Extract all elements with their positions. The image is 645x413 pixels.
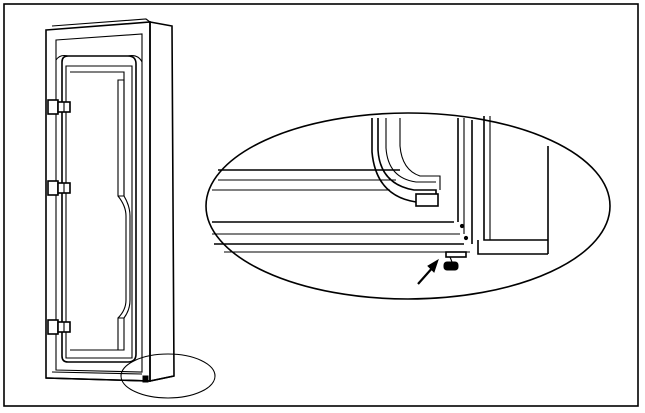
detail-cabinet-edge <box>483 116 548 241</box>
detail-highlight-ellipse <box>120 353 216 399</box>
adjustable-foot <box>142 375 149 383</box>
detail-screw-2 <box>463 235 469 241</box>
hinge-middle <box>47 180 71 196</box>
figure-frame <box>3 3 639 407</box>
door-corner-top-left <box>55 54 69 61</box>
cabinet-base-edge <box>45 375 175 382</box>
detail-gasket-outer <box>399 118 441 190</box>
detail-screw-1 <box>459 223 465 229</box>
appliance-overview <box>45 18 175 383</box>
detail-foot <box>443 261 459 271</box>
door-top-edge <box>51 18 151 27</box>
door-bottom-line <box>51 371 143 375</box>
inner-channel-upper <box>117 79 125 197</box>
magnified-detail <box>205 112 611 300</box>
hinge-bottom <box>47 319 71 335</box>
detail-cabinet-bottom <box>477 240 548 255</box>
door-inner-frame <box>55 33 143 373</box>
gasket-inner-line <box>65 65 133 359</box>
detail-gasket-end <box>415 193 439 207</box>
detail-ellipse <box>205 112 611 300</box>
inner-channel-lower <box>117 317 125 351</box>
inner-profile-bulge <box>123 195 131 319</box>
detail-gasket-curve <box>371 118 437 203</box>
hinge-top <box>47 99 71 115</box>
door-corner-top-right <box>127 55 143 63</box>
detail-foot-stem <box>449 256 453 263</box>
arrow-icon <box>417 258 439 285</box>
detail-foot-plate <box>445 251 467 258</box>
cabinet-side-panel <box>149 21 175 382</box>
detail-gasket-inner <box>385 118 436 183</box>
inner-profile-upper <box>70 71 125 196</box>
door-gasket <box>61 55 137 363</box>
inner-profile-bulge-inner <box>117 195 127 319</box>
